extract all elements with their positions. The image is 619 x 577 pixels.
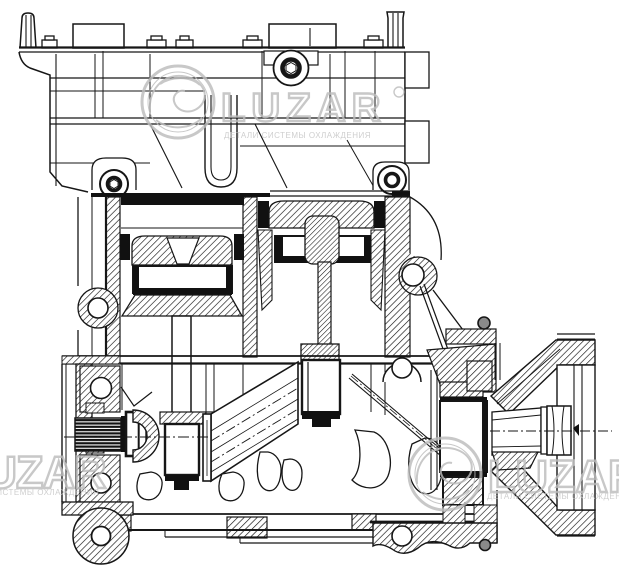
svg-text:ДЕТАЛИ СИСТЕМЫ ОХЛАЖДЕНИЯ: ДЕТАЛИ СИСТЕМЫ ОХЛАЖДЕНИЯ [224, 131, 371, 140]
svg-text:ДЕТАЛИ СИСТЕМЫ ОХЛАЖДЕНИЯ: ДЕТАЛИ СИСТЕМЫ ОХЛАЖДЕНИЯ [487, 492, 619, 501]
svg-text:СИСТЕМЫ ОХЛАЖДЕНИЯ: СИСТЕМЫ ОХЛАЖДЕНИЯ [0, 488, 99, 497]
svg-text:LUZAR: LUZAR [0, 447, 106, 498]
svg-text:LUZAR: LUZAR [488, 451, 619, 502]
svg-text:LUZAR: LUZAR [221, 86, 387, 130]
